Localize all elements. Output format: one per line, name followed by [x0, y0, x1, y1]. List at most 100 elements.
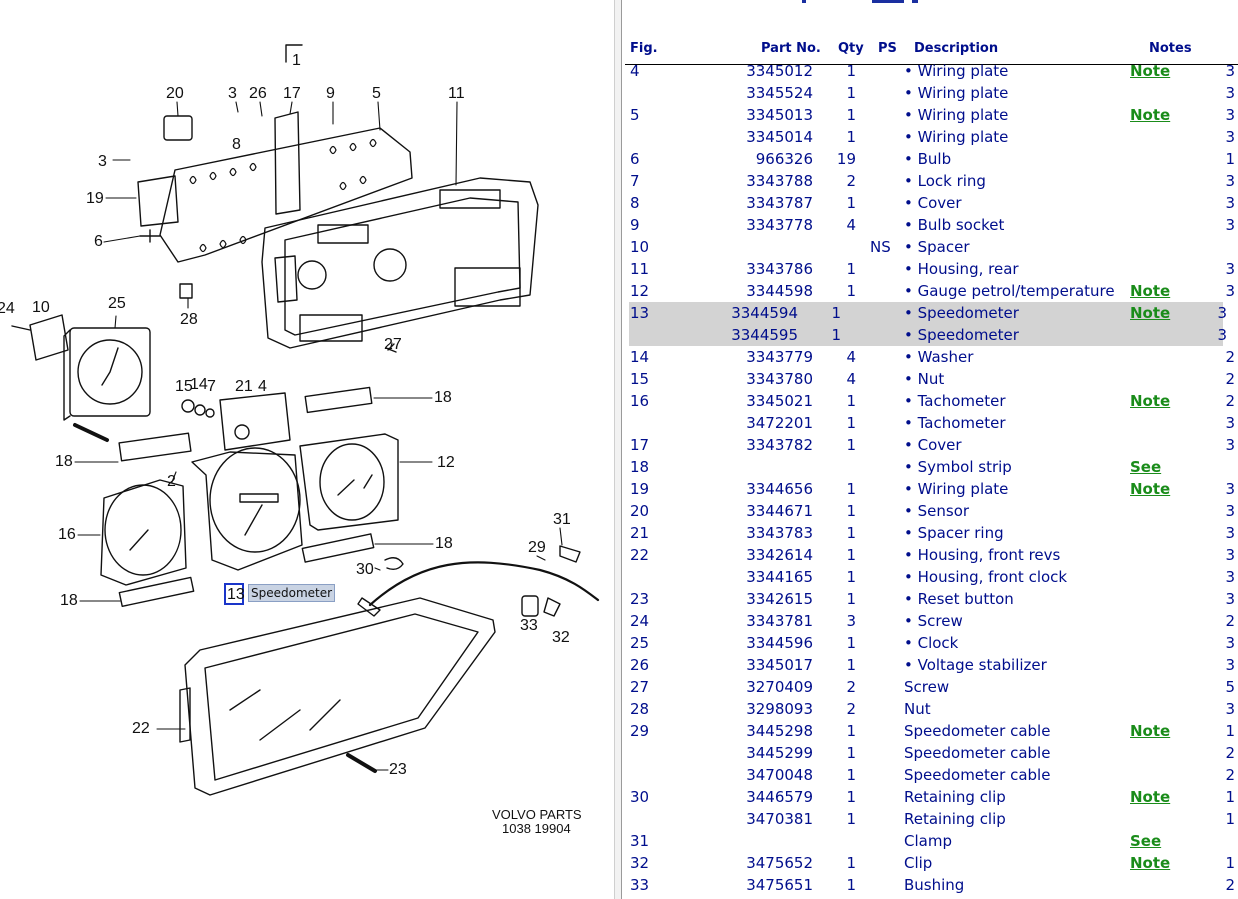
- part-number-cell: 3446579: [746, 788, 813, 806]
- callout-18-left[interactable]: 18: [55, 453, 73, 470]
- callout-3-top[interactable]: 3: [228, 85, 237, 102]
- callout-2[interactable]: 2: [167, 473, 176, 490]
- callout-7[interactable]: 7: [207, 378, 216, 395]
- part-number-cell: 3445299: [746, 744, 813, 762]
- callout-1[interactable]: 1: [292, 52, 301, 69]
- selected-callout-13[interactable]: 13: [224, 583, 245, 605]
- callout-11[interactable]: 11: [448, 85, 465, 102]
- exploded-parts-diagram[interactable]: 1 20 3 26 17 9 5 11 8 3 19 6 24 10 25 28…: [0, 0, 614, 899]
- note-link[interactable]: See: [1130, 458, 1162, 476]
- callout-30[interactable]: 30: [356, 561, 374, 578]
- extra-cell: 1: [1225, 788, 1235, 806]
- callout-17[interactable]: 17: [283, 85, 301, 102]
- callout-29[interactable]: 29: [528, 539, 546, 556]
- callout-18-right[interactable]: 18: [434, 389, 452, 406]
- callout-3-left[interactable]: 3: [98, 153, 107, 170]
- callout-31[interactable]: 31: [553, 511, 571, 528]
- note-link[interactable]: Note: [1130, 62, 1171, 80]
- callout-9[interactable]: 9: [326, 85, 335, 102]
- col-header-ps[interactable]: PS: [878, 41, 897, 56]
- callout-19[interactable]: 19: [86, 190, 104, 207]
- col-header-fig[interactable]: Fig.: [630, 41, 658, 56]
- note-link[interactable]: Note: [1130, 106, 1171, 124]
- note-link[interactable]: Note: [1130, 480, 1171, 498]
- col-header-part-no[interactable]: Part No.: [761, 41, 821, 56]
- col-header-description[interactable]: Description: [914, 41, 999, 56]
- callout-18-bottom[interactable]: 18: [60, 592, 78, 609]
- callout-20[interactable]: 20: [166, 85, 184, 102]
- callout-28[interactable]: 28: [180, 311, 198, 328]
- pane-splitter[interactable]: [614, 0, 622, 899]
- col-header-notes[interactable]: Notes: [1149, 41, 1192, 56]
- note-link[interactable]: Note: [1130, 304, 1171, 322]
- callout-8[interactable]: 8: [232, 136, 241, 153]
- callout-12[interactable]: 12: [437, 454, 455, 471]
- note-link[interactable]: Note: [1130, 392, 1171, 410]
- callout-14[interactable]: 14: [190, 376, 208, 393]
- callout-33[interactable]: 33: [520, 617, 538, 634]
- callout-23[interactable]: 23: [389, 761, 407, 778]
- callout-25[interactable]: 25: [108, 295, 126, 312]
- note-link[interactable]: See: [1130, 832, 1162, 850]
- callout-32[interactable]: 32: [552, 629, 570, 646]
- note-link[interactable]: Note: [1130, 282, 1171, 300]
- callout-5[interactable]: 5: [372, 85, 381, 102]
- note-link[interactable]: Note: [1130, 854, 1171, 872]
- callout-27[interactable]: 27: [384, 336, 402, 353]
- extra-cell: 1: [1225, 150, 1235, 168]
- callout-26[interactable]: 26: [249, 85, 267, 102]
- callout-15[interactable]: 15: [175, 378, 193, 395]
- qty-cell: 1: [846, 480, 856, 498]
- note-link[interactable]: Note: [1130, 788, 1171, 806]
- callout-4[interactable]: 4: [258, 378, 267, 395]
- callout-24[interactable]: 24: [0, 300, 15, 317]
- fig-cell: 33: [630, 876, 650, 894]
- col-header-qty[interactable]: Qty: [838, 41, 864, 56]
- callout-16[interactable]: 16: [58, 526, 76, 543]
- callout-21[interactable]: 21: [235, 378, 253, 395]
- callout-22[interactable]: 22: [132, 720, 150, 737]
- callout-18-mid[interactable]: 18: [435, 535, 453, 552]
- note-link[interactable]: Note: [1130, 722, 1171, 740]
- callout-6[interactable]: 6: [94, 233, 103, 250]
- callout-10[interactable]: 10: [32, 299, 50, 316]
